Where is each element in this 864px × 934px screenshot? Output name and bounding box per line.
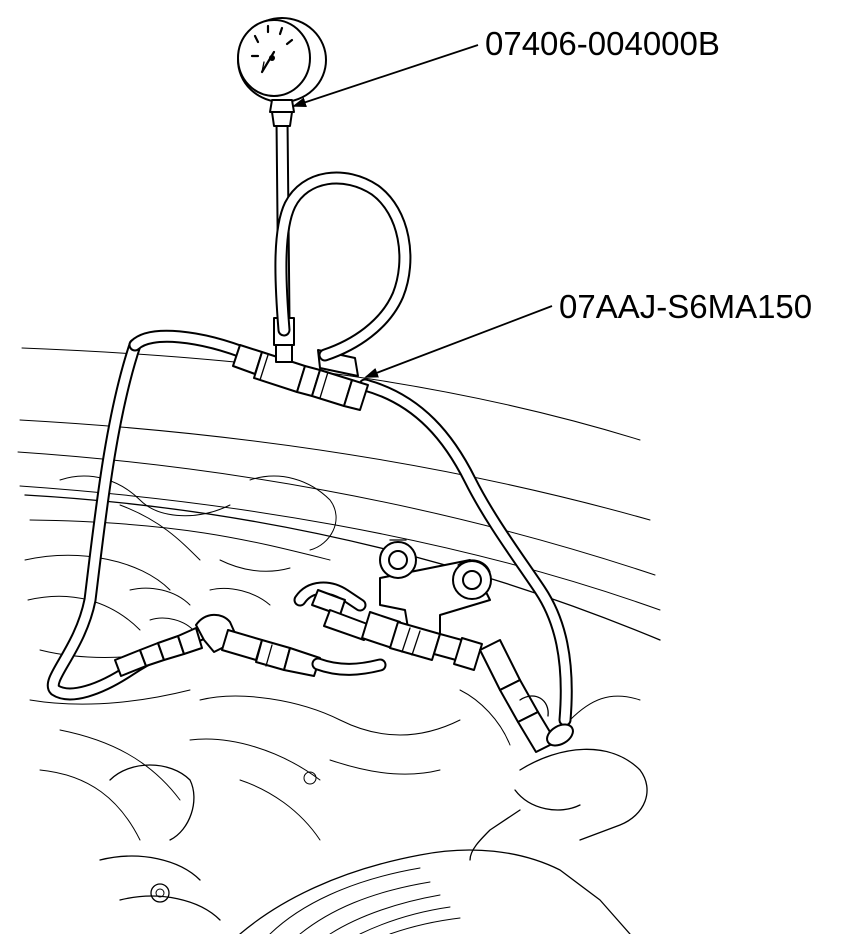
coiled-hose-loop <box>274 171 412 362</box>
pressure-gauge-icon <box>237 17 327 127</box>
fuel-line-right-fitting <box>479 639 574 753</box>
test-hose-main <box>128 329 573 727</box>
fuel-line-connectors <box>293 581 483 671</box>
engine-bay-background <box>17 347 661 934</box>
gauge-part-number-label: 07406-004000B <box>485 25 720 62</box>
leader-arrows <box>292 44 553 378</box>
gauge-leader-arrow <box>292 44 479 107</box>
fuel-rail-bracket <box>379 539 492 641</box>
test-hose-lower-left <box>46 338 387 701</box>
hose-leader-arrow <box>364 305 553 378</box>
hose-part-number-label: 07AAJ-S6MA150 <box>559 288 813 325</box>
tee-fitting <box>232 344 369 411</box>
